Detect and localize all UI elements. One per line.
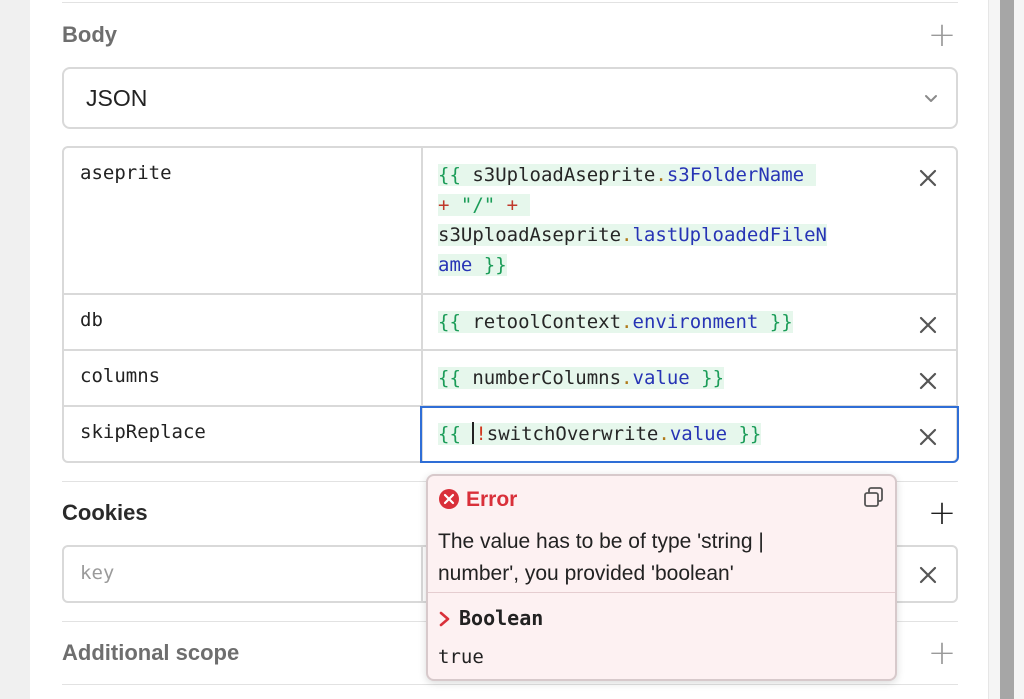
chevron-right-icon[interactable] [438,611,452,627]
section-divider [62,684,958,685]
table-row: aseprite {{ s3UploadAseprite.s3FolderNam… [64,148,956,295]
close-icon[interactable] [916,425,940,449]
code-line: ame }} [438,254,507,276]
body-params-table: aseprite {{ s3UploadAseprite.s3FolderNam… [62,146,958,463]
cell-divider [421,148,423,293]
param-key[interactable]: columns [80,365,161,387]
param-value-editor[interactable]: {{ retoolContext.environment }} [438,311,793,333]
copy-icon[interactable] [863,486,885,508]
error-message-line: The value has to be of type 'string | [438,530,764,553]
additional-scope-section-title: Additional scope [62,640,240,665]
cell-divider [421,351,423,405]
param-value-editor[interactable]: {{ !switchOverwrite.value }} [438,422,762,445]
add-scope-button[interactable]: + [927,636,957,670]
param-key[interactable]: aseprite [80,162,172,184]
body-type-select[interactable]: JSON [62,67,958,129]
scrollbar-thumb[interactable] [1000,0,1014,699]
close-icon[interactable] [916,166,940,190]
section-divider [62,2,958,3]
table-row: columns {{ numberColumns.value }} [64,351,956,407]
close-icon[interactable] [916,563,940,587]
tooltip-divider [428,592,895,593]
cell-divider [421,295,423,349]
body-section-title: Body [62,22,117,47]
cookies-section-title: Cookies [62,500,148,525]
focused-value-editor-outline [420,406,959,463]
add-cookie-button[interactable]: + [927,496,957,530]
param-key[interactable]: db [80,309,103,331]
plus-icon: + [927,493,957,533]
plus-icon: + [927,633,957,673]
add-body-param-button[interactable]: + [927,18,957,52]
code-line: + "/" + [438,194,530,216]
error-message: The value has to be of type 'string | nu… [438,526,818,590]
error-tooltip: Error The value has to be of type 'strin… [426,474,897,681]
cell-divider [421,547,423,601]
code-line: s3UploadAseprite.lastUploadedFileN [438,224,827,246]
param-value-editor[interactable]: {{ s3UploadAseprite.s3FolderName + "/" +… [438,160,827,280]
code-line: {{ s3UploadAseprite.s3FolderName [438,164,816,186]
table-row: db {{ retoolContext.environment }} [64,295,956,351]
error-title: Error [466,488,518,511]
chevron-down-icon [925,95,937,102]
close-icon[interactable] [916,313,940,337]
table-row: skipReplace {{ !switchOverwrite.value }} [64,407,956,463]
error-circle-icon [439,489,459,509]
body-type-selected-value: JSON [86,85,148,111]
cookie-key-input[interactable]: key [80,562,115,584]
param-value-editor[interactable]: {{ numberColumns.value }} [438,367,725,389]
param-key[interactable]: skipReplace [80,421,206,443]
plus-icon: + [927,15,957,55]
close-icon[interactable] [916,369,940,393]
error-message-line: number', you provided 'boolean' [438,562,734,585]
value-type-label[interactable]: Boolean [459,606,544,630]
text-caret [472,422,475,444]
cell-divider [421,407,423,463]
evaluated-value: true [438,646,484,668]
